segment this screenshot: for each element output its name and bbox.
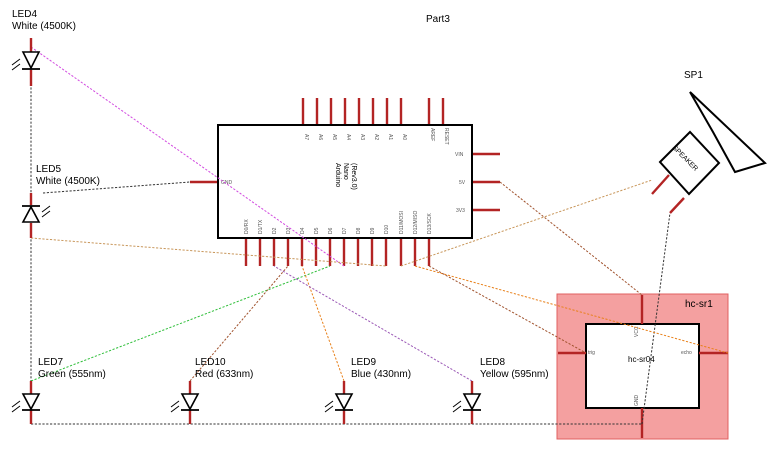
wire-speaker-gnd xyxy=(641,212,671,425)
pin-label-d1: D1/TX xyxy=(258,219,264,234)
pin-label-a3: A3 xyxy=(359,134,365,140)
led5-ref: LED5 xyxy=(36,164,61,175)
pin-label-a4: A4 xyxy=(345,134,351,140)
pin-label-a6: A6 xyxy=(317,134,323,140)
led10[interactable]: LED10 Red (633nm) xyxy=(170,357,253,424)
pin-label-vin: VIN xyxy=(455,152,464,158)
led8-desc: Yellow (595nm) xyxy=(480,369,549,380)
pin-label-d2: D2 xyxy=(272,227,278,234)
pin-label-d3: D3 xyxy=(286,227,292,234)
pin-label-d8: D8 xyxy=(356,227,362,234)
hc-sr04-sensor[interactable]: hc-sr1 hc-sr04 VCC trig echo GND xyxy=(556,293,729,440)
pin-label-5v: 5V xyxy=(459,180,466,186)
wires xyxy=(30,38,729,425)
pin-label-a1: A1 xyxy=(387,134,393,140)
sensor-name-label: hc-sr04 xyxy=(628,355,655,364)
sensor-pin-trig: trig xyxy=(588,350,595,356)
led5[interactable]: LED5 White (4500K) xyxy=(21,164,100,238)
led9-desc: Blue (430nm) xyxy=(351,369,411,380)
pin-label-d9: D9 xyxy=(370,227,376,234)
sensor-pin-vcc: VCC xyxy=(634,326,640,337)
speaker-ref-label: SP1 xyxy=(684,70,703,81)
wire-trig xyxy=(428,265,587,354)
wire-led7-d5 xyxy=(30,265,331,382)
arduino-nano[interactable]: Arduino Nano (Rev3.0) A7 A6 A5 A4 A3 A2 … xyxy=(190,98,500,266)
led8-ref: LED8 xyxy=(480,357,505,368)
pin-label-gnd: GND xyxy=(221,180,233,186)
led9[interactable]: LED9 Blue (430nm) xyxy=(324,357,411,424)
wire-led9-d4 xyxy=(301,265,345,382)
speaker[interactable]: SP1 SPEAKER xyxy=(651,70,767,214)
wire-led10-d3 xyxy=(189,265,289,382)
led7[interactable]: LED7 Green (555nm) xyxy=(11,357,106,424)
sensor-ref-label: hc-sr1 xyxy=(685,299,713,310)
pin-label-d11: D11/MOSI xyxy=(399,211,405,234)
pin-label-d10: D10 xyxy=(384,225,390,234)
wire-led8-d2 xyxy=(273,265,473,382)
pin-label-reset: RESET xyxy=(443,128,449,145)
arduino-pin-lines xyxy=(190,98,500,266)
arduino-name-line1: Arduino xyxy=(334,163,341,187)
pin-label-a2: A2 xyxy=(373,134,379,140)
wire-gnd-led5 xyxy=(42,181,191,194)
pin-label-d6: D6 xyxy=(328,227,334,234)
arduino-name-line3: (Rev3.0) xyxy=(350,163,357,190)
wire-led4 xyxy=(30,46,345,267)
pin-label-d13: D13/SCK xyxy=(427,212,433,234)
pin-label-d7: D7 xyxy=(342,227,348,234)
led10-desc: Red (633nm) xyxy=(195,369,253,380)
led4[interactable]: LED4 White (4500K) xyxy=(11,9,76,86)
led9-ref: LED9 xyxy=(351,357,376,368)
pin-label-d4: D4 xyxy=(300,227,306,234)
pin-label-aref: AREF xyxy=(429,128,435,141)
pin-label-a5: A5 xyxy=(331,134,337,140)
led7-desc: Green (555nm) xyxy=(38,369,106,380)
pin-label-d0: D0/RX xyxy=(244,219,250,234)
led10-ref: LED10 xyxy=(195,357,226,368)
led4-ref: LED4 xyxy=(12,9,37,20)
arduino-name-line2: Nano xyxy=(342,163,349,180)
wire-5v-vcc xyxy=(499,181,643,296)
sheet-title: Part3 xyxy=(426,14,450,25)
led7-ref: LED7 xyxy=(38,357,63,368)
pin-label-a7: A7 xyxy=(303,134,309,140)
sensor-pin-gnd: GND xyxy=(634,395,640,407)
wire-echo xyxy=(414,265,729,354)
led4-desc: White (4500K) xyxy=(12,21,76,32)
led8[interactable]: LED8 Yellow (595nm) xyxy=(452,357,549,424)
pin-label-d5: D5 xyxy=(314,227,320,234)
sensor-pin-echo: echo xyxy=(681,350,692,356)
pin-label-3v3: 3V3 xyxy=(456,208,465,214)
wire-speaker-d11 xyxy=(400,179,653,267)
led5-desc: White (4500K) xyxy=(36,176,100,187)
wire-led5-d10 xyxy=(30,237,387,267)
pin-label-a0: A0 xyxy=(401,134,407,140)
pin-label-d12: D12/MISO xyxy=(413,211,419,234)
